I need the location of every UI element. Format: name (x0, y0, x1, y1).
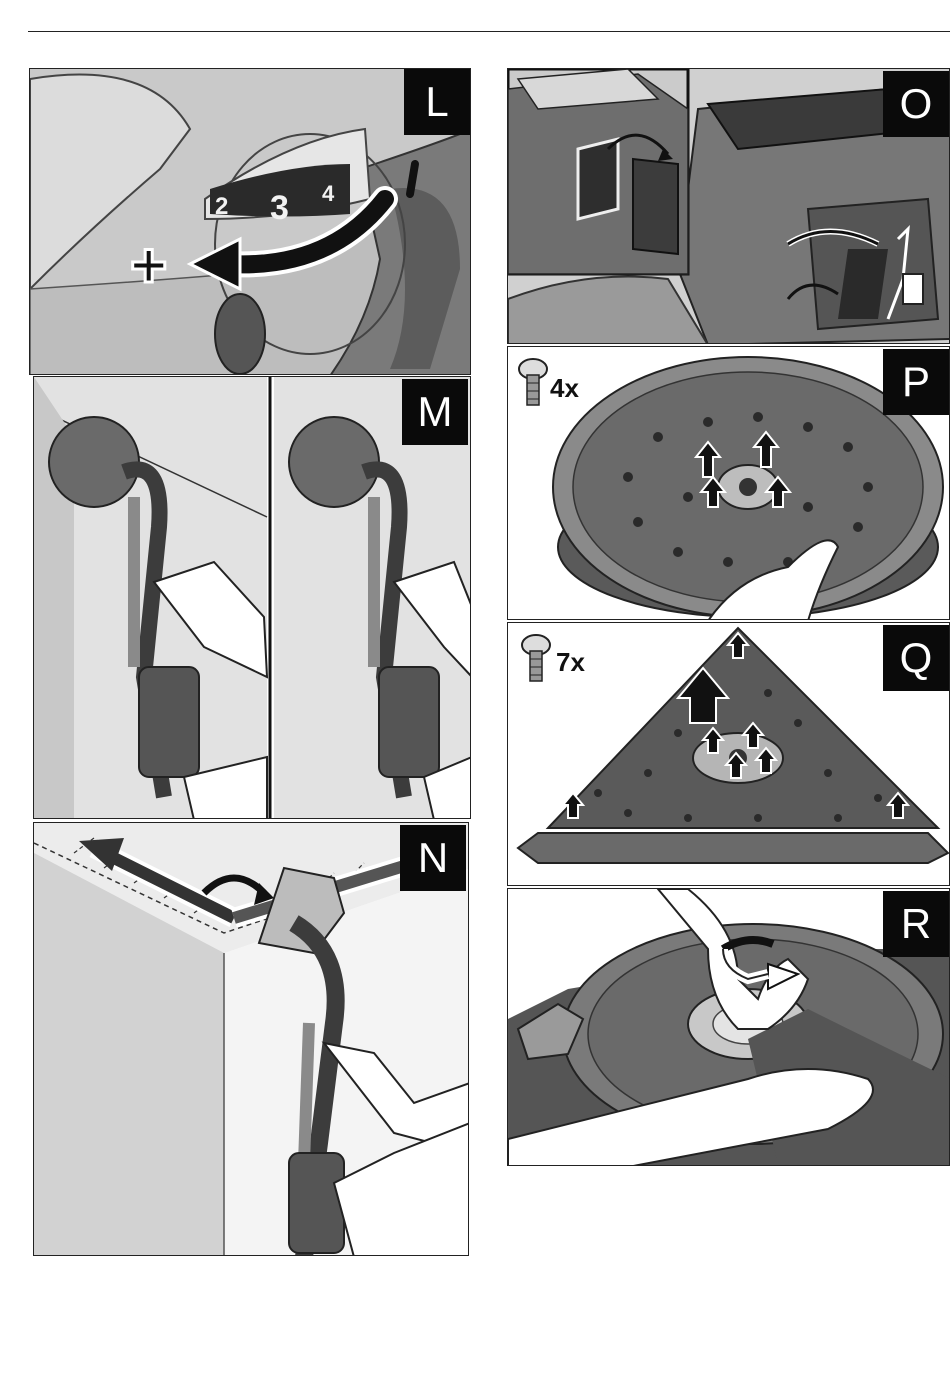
dial-number-4: 4 (322, 181, 335, 206)
screw-count-p: 4x (550, 373, 579, 404)
header-rule (28, 31, 950, 32)
figure-panel-l: 2 3 4 + L (29, 68, 471, 375)
figure-panel-o: O (507, 68, 950, 344)
panel-label-m: M (402, 379, 468, 445)
panel-label-p: P (883, 349, 949, 415)
figure-panel-n: N (33, 822, 469, 1256)
panel-label-r: R (883, 891, 949, 957)
panel-label-o: O (883, 71, 949, 137)
figure-panel-r: R (507, 888, 950, 1166)
screw-count-q: 7x (556, 647, 585, 678)
plus-symbol: + (130, 229, 167, 301)
dial-number-3: 3 (270, 189, 289, 227)
panel-label-l: L (404, 69, 470, 135)
figure-panel-m: M (33, 376, 471, 819)
dial-number-2: 2 (215, 193, 228, 220)
panel-label-q: Q (883, 625, 949, 691)
figure-panel-q: 7x Q (507, 622, 950, 886)
panel-label-n: N (400, 825, 466, 891)
figure-panel-p: 4x P (507, 346, 950, 620)
